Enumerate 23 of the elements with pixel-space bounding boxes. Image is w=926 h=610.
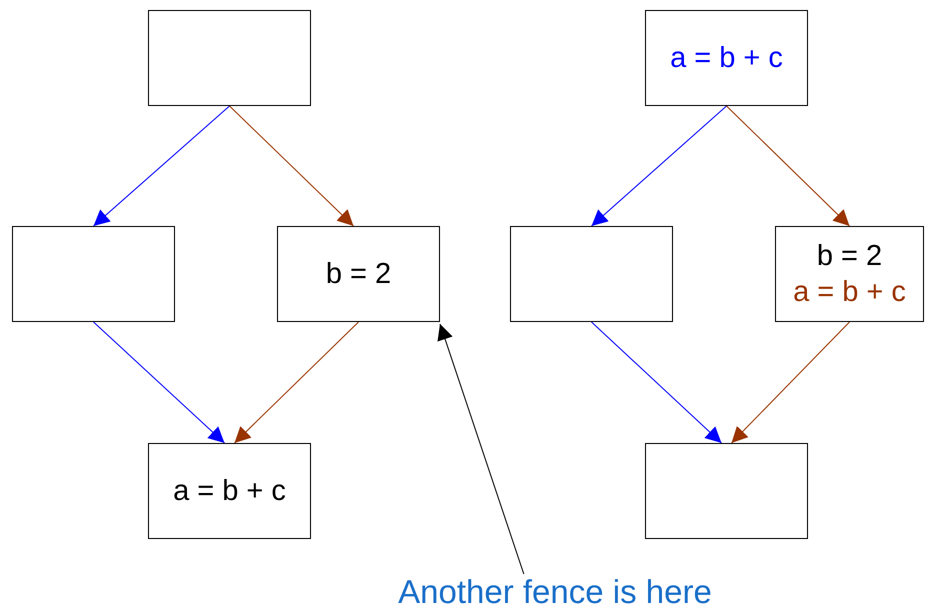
arrow — [731, 322, 850, 444]
annotation-text: Another fence is here — [360, 574, 750, 608]
code-text: b = 2 — [326, 257, 392, 292]
arrow — [93, 106, 230, 226]
block-box — [277, 226, 440, 322]
block-box — [645, 443, 808, 539]
code-text: a = b + c — [793, 275, 906, 310]
arrow — [591, 322, 722, 444]
arrow — [229, 106, 354, 226]
block-box — [645, 10, 808, 106]
block-box — [148, 10, 311, 106]
block-box — [148, 443, 311, 539]
code-text: a = b + c — [173, 474, 286, 509]
code-text: a = b + c — [670, 41, 783, 76]
block-box — [775, 226, 924, 322]
block-box — [12, 226, 175, 322]
arrow — [591, 106, 727, 226]
code-text: b = 2 — [816, 239, 882, 274]
block-box — [510, 226, 673, 322]
arrow — [234, 322, 359, 444]
arrow — [726, 106, 850, 226]
leader-arrow — [438, 323, 524, 574]
arrow — [93, 322, 225, 444]
